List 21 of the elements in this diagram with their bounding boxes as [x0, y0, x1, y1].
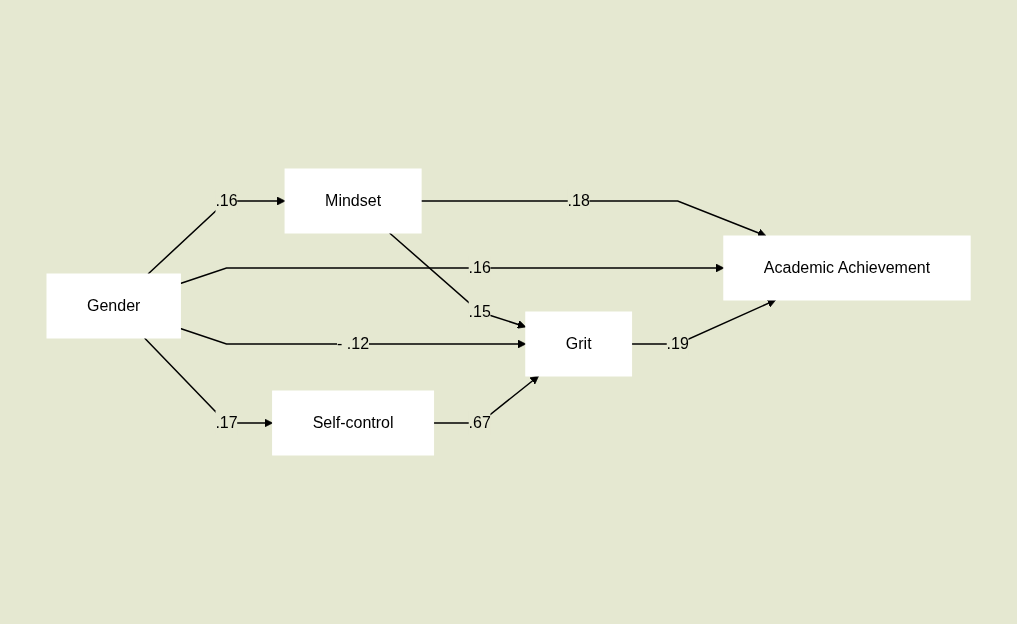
node-box: Academic Achievement: [723, 235, 971, 301]
node-box: Self-control: [272, 390, 434, 456]
arrow: [179, 263, 725, 285]
edge-label: .18: [567, 192, 590, 209]
edge-label: .17: [215, 414, 238, 431]
edge-label: .16: [468, 259, 491, 276]
edge-label: .16: [215, 192, 238, 209]
arrow: [179, 327, 527, 349]
arrow: [630, 299, 777, 345]
edge-label: .15: [468, 303, 491, 320]
arrow: [420, 200, 767, 238]
edge-label: .19: [666, 335, 689, 352]
arrow: [147, 196, 286, 275]
node-box: Grit: [525, 311, 632, 377]
edge-label: .67: [468, 414, 491, 431]
node-box: Gender: [46, 273, 181, 339]
arrow: [143, 337, 273, 428]
node-box: Mindset: [284, 168, 422, 234]
edge-label: - .12: [337, 335, 370, 352]
arrow: [388, 232, 527, 329]
arrow: [432, 375, 539, 424]
